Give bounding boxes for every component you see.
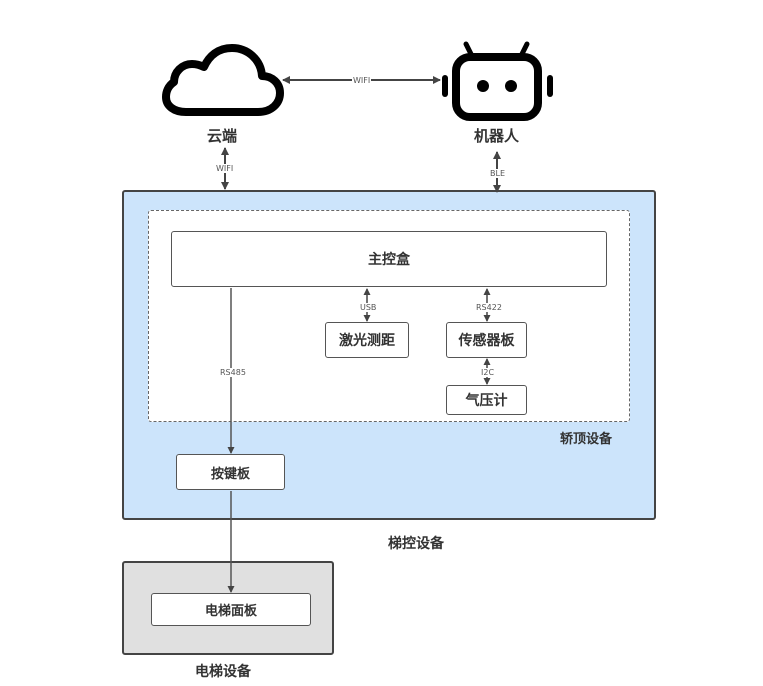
edge-label-cloud-robot: WIFI [352, 76, 372, 85]
node-sensor-board-label: 传感器板 [458, 333, 515, 349]
node-elevator-panel-label: 电梯面板 [204, 604, 257, 619]
node-keypad-board-label: 按键板 [210, 466, 250, 482]
edge-label-main-laser: USB [359, 303, 378, 312]
edge-label-main-keypad: RS485 [219, 368, 247, 377]
edge-label-cloud-control: WIFI [215, 164, 235, 173]
cloud-icon [162, 44, 284, 116]
node-barometer-label: 气压计 [465, 393, 508, 409]
node-robot-label: 机器人 [474, 127, 520, 145]
node-laser-ranging[interactable]: 激光测距 [325, 322, 409, 358]
robot-icon [442, 41, 553, 121]
node-sensor-board[interactable]: 传感器板 [446, 322, 527, 358]
node-cloud-label: 云端 [207, 127, 238, 145]
group-label-elevator-equipment: 电梯设备 [195, 664, 251, 680]
edge-label-robot-control: BLE [489, 169, 506, 178]
group-label-elevator-control-equipment: 梯控设备 [388, 536, 444, 552]
node-barometer[interactable]: 气压计 [446, 385, 527, 415]
node-keypad-board[interactable]: 按键板 [176, 454, 285, 490]
edge-label-main-sensor: RS422 [475, 303, 503, 312]
node-laser-ranging-label: 激光测距 [339, 333, 395, 349]
node-main-control-box-label: 主控盒 [368, 252, 410, 268]
node-elevator-panel[interactable]: 电梯面板 [151, 593, 311, 626]
group-label-car-top-equipment: 轿顶设备 [560, 432, 613, 447]
node-main-control-box[interactable]: 主控盒 [171, 231, 607, 287]
edge-label-sensor-barometer: I2C [480, 368, 496, 377]
